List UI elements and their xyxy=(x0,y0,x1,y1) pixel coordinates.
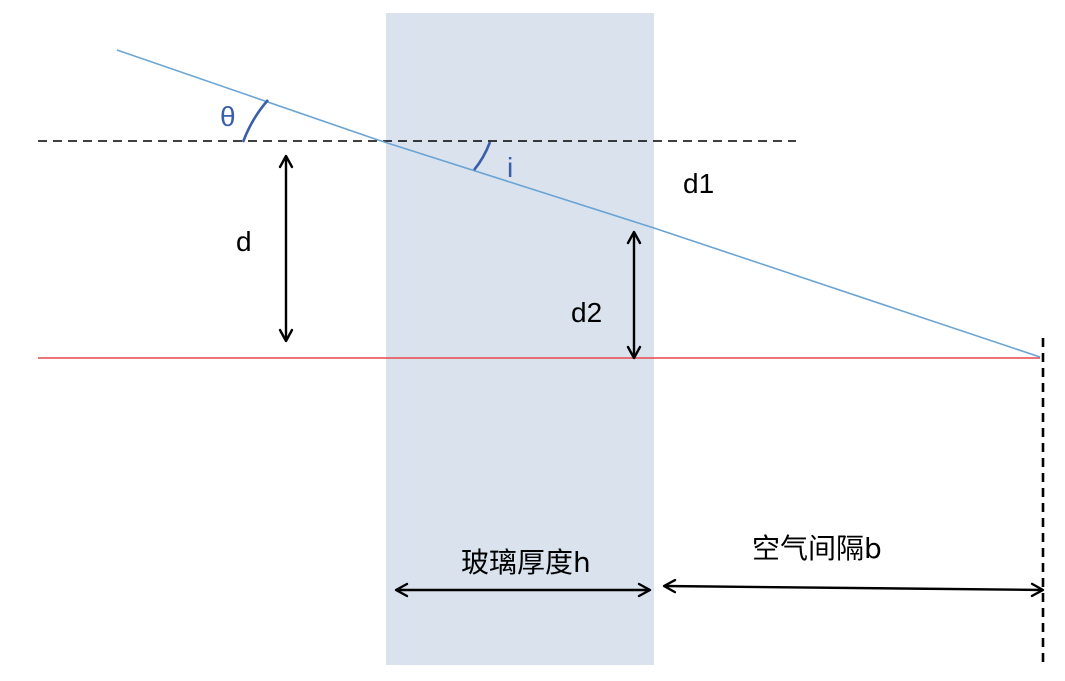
glass-thickness-label: 玻璃厚度h xyxy=(461,546,591,579)
glass-plate xyxy=(386,13,654,665)
d1-label: d1 xyxy=(683,168,714,199)
d-label: d xyxy=(236,226,252,257)
theta-label: θ xyxy=(220,101,236,132)
air-gap-label: 空气间隔b xyxy=(752,532,882,565)
i-label: i xyxy=(507,152,513,183)
theta-angle-arc xyxy=(241,99,269,143)
air-gap-arrow xyxy=(662,578,1045,598)
d2-label: d2 xyxy=(571,297,602,328)
light-ray xyxy=(116,49,1041,358)
i-angle-arc xyxy=(473,141,492,171)
